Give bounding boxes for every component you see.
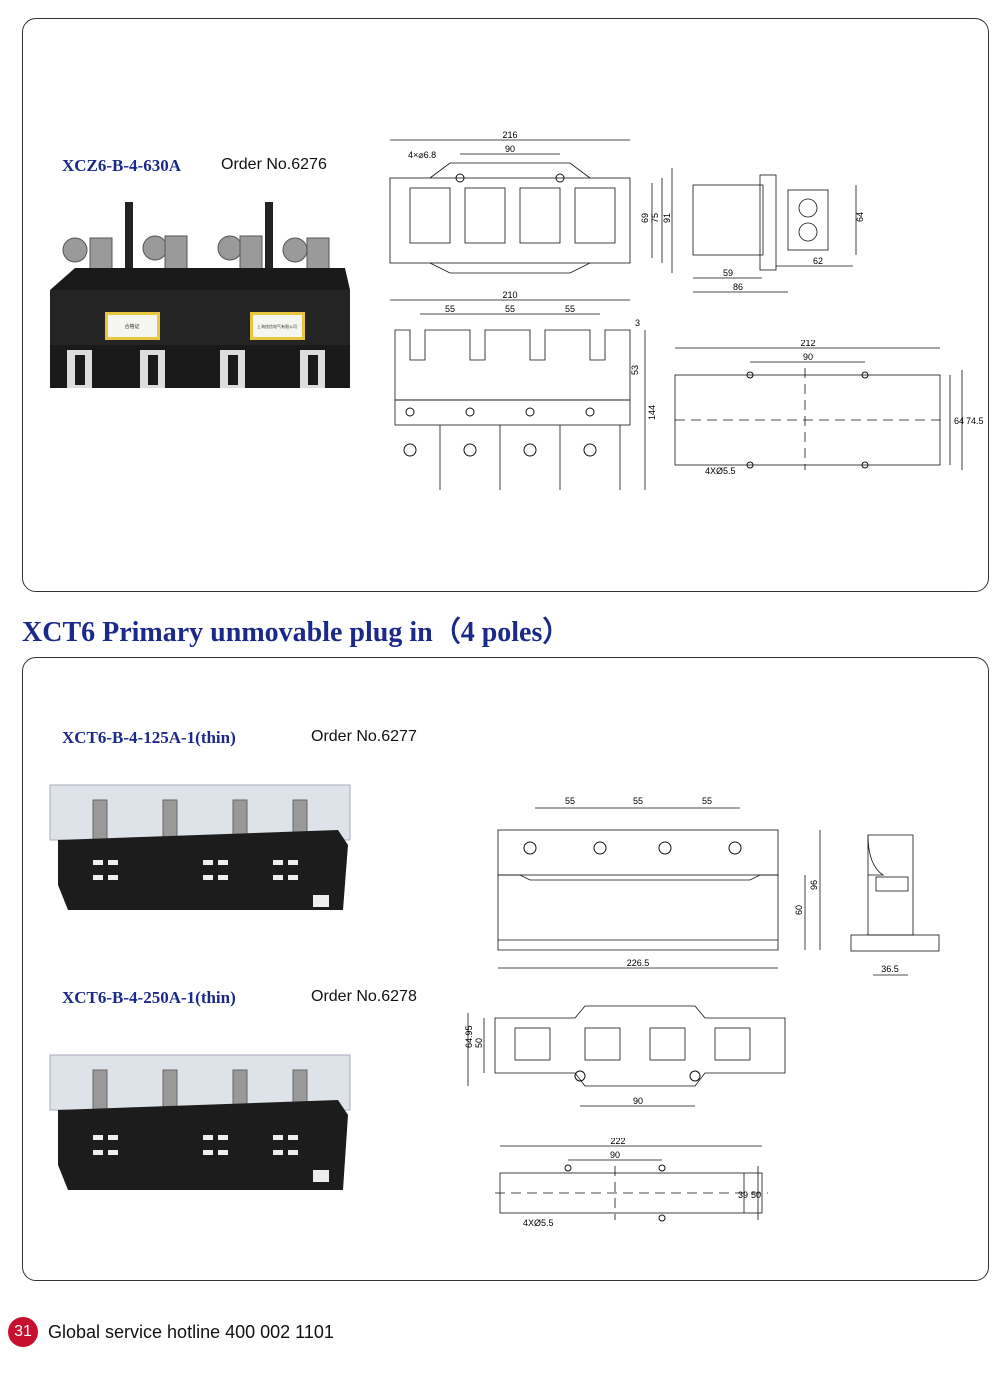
- bottom-product-panel: [22, 657, 989, 1281]
- dim-text: 55: [445, 304, 455, 314]
- dim-text: 90: [633, 1096, 643, 1106]
- product-250-order: Order No.6278: [311, 988, 417, 1005]
- dim-text: 64.95: [464, 1025, 474, 1048]
- mount-view-drawing: 212 90 64 74.5 4XØ5.5: [674, 340, 984, 476]
- dim-text: 69: [640, 213, 650, 223]
- 4-pole-plug-with-clear-cover-photo: [49, 1054, 351, 1190]
- top-view-drawing: 216 90 4×⌀6.8 69 75 91: [389, 130, 673, 274]
- black-4-pole-plug-in-base-photo: 合格证 上海良信电气有限公司: [50, 202, 350, 388]
- dim-text: 216: [502, 130, 517, 140]
- product-250-top-drawing: 64.95 50 90: [464, 1005, 786, 1107]
- dim-text: 4XØ5.5: [523, 1218, 554, 1228]
- dim-text: 90: [803, 352, 813, 362]
- dim-text: 86: [733, 282, 743, 292]
- dim-text: 96: [809, 880, 819, 890]
- dim-text: 64: [954, 416, 964, 426]
- dim-text: 50: [474, 1038, 484, 1048]
- product-250-mount-drawing: 222 90 39 50 4XØ5.5: [495, 1138, 768, 1228]
- dim-text: 59: [723, 268, 733, 278]
- product-125-front-drawing: 55 55 55 96 60 226.5: [497, 796, 821, 969]
- product-250-model: XCT6-B-4-250A-1(thin): [62, 988, 236, 1007]
- dim-text: 91: [662, 213, 672, 223]
- dim-text: 4×⌀6.8: [408, 150, 436, 160]
- page-number: 31: [8, 1317, 38, 1347]
- dim-text: 3: [635, 318, 640, 328]
- dim-text: 74.5: [966, 416, 984, 426]
- dim-text: 75: [650, 213, 660, 223]
- dim-text: 36.5: [881, 964, 899, 974]
- product-125-side-drawing: 36.5: [850, 834, 940, 976]
- 4-pole-plug-with-clear-cover-photo: [49, 784, 351, 910]
- dim-text: 39: [738, 1190, 748, 1200]
- top-order-number: Order No.6276: [221, 156, 327, 173]
- dim-text: 222: [610, 1138, 625, 1146]
- dim-text: 144: [647, 405, 657, 420]
- side-view-drawing: 64 59 62 86: [692, 174, 865, 293]
- dim-text: 90: [505, 144, 515, 154]
- dim-text: 53: [630, 365, 640, 375]
- dim-text: 55: [565, 304, 575, 314]
- dim-text: 64: [855, 212, 865, 222]
- dim-text: 62: [813, 256, 823, 266]
- product-125-order: Order No.6277: [311, 728, 417, 745]
- dim-text: 55: [565, 796, 575, 806]
- dim-text: 55: [505, 304, 515, 314]
- dim-text: 212: [800, 340, 815, 348]
- product-125-model: XCT6-B-4-125A-1(thin): [62, 728, 236, 747]
- top-model-name: XCZ6-B-4-630A: [62, 156, 181, 175]
- badge-a-text: 合格证: [124, 323, 139, 330]
- dim-text: 226.5: [627, 958, 650, 968]
- dim-text: 55: [633, 796, 643, 806]
- dim-text: 55: [702, 796, 712, 806]
- dim-text: 210: [502, 290, 517, 300]
- dim-text: 60: [794, 905, 804, 915]
- dim-text: 90: [610, 1150, 620, 1160]
- dim-text: 50: [751, 1190, 761, 1200]
- dim-text: 4XØ5.5: [705, 466, 736, 476]
- service-hotline: Global service hotline 400 002 1101: [48, 1321, 334, 1342]
- front-view-drawing: 210 55 55 55 3 53 144: [390, 290, 657, 490]
- footer: 31 Global service hotline 400 002 1101: [8, 1317, 334, 1347]
- section-title: XCT6 Primary unmovable plug in（4 poles）: [22, 617, 571, 648]
- badge-b-text: 上海良信电气有限公司: [257, 323, 297, 329]
